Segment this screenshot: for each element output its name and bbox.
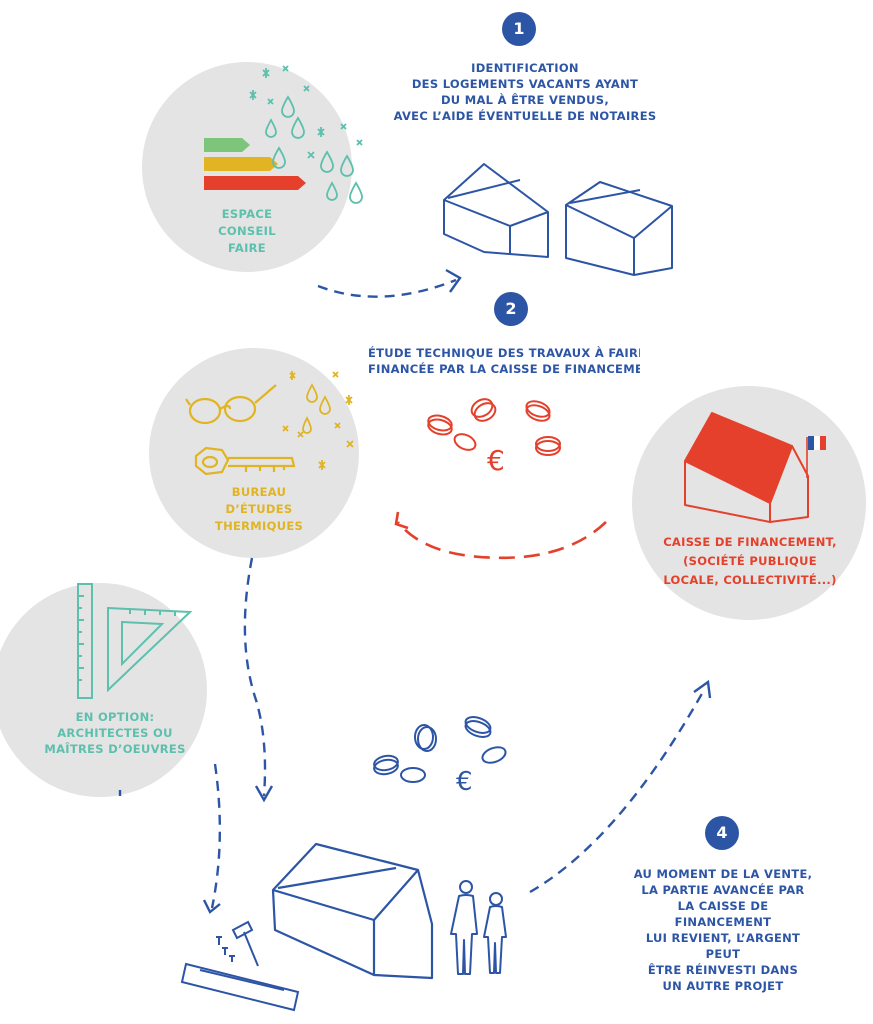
- arrow-head-1: [445, 268, 462, 293]
- arrow-architectes-to-tools: [210, 763, 222, 909]
- ruler-icon: [77, 583, 93, 699]
- gold-sparkles-icon: [282, 371, 354, 470]
- circle-architectes: [0, 583, 207, 797]
- house-red-roof-icon: [684, 412, 809, 523]
- caisse-label: Caisse de financement, (société publique…: [663, 535, 837, 587]
- energy-label-icon: [204, 138, 306, 190]
- espace-conseil-label: Espace conseil FAIRE: [218, 207, 276, 255]
- droplets-icon: [249, 65, 363, 204]
- step-2-badge: 2: [494, 292, 528, 326]
- arrow-head-2: [394, 511, 409, 530]
- arrow-head-4: [202, 899, 221, 914]
- step-1-badge: 1: [502, 12, 536, 46]
- bureau-etudes-label: Bureau d’études thermiques: [214, 485, 304, 533]
- circle-bureau-etudes: [149, 348, 359, 558]
- step-4-text: Au moment de la vente, la partie avancée…: [633, 867, 813, 993]
- step-2-text: Étude technique des travaux à faire, fin…: [368, 346, 640, 376]
- arrow-caisse-to-bureau: [396, 521, 607, 560]
- architectes-label: En option: architectes ou maîtres d’oeuv…: [44, 710, 186, 756]
- arrow-head-3: [254, 785, 274, 803]
- key-icon: [194, 446, 296, 476]
- house-icon: [271, 842, 434, 980]
- people-icon: [450, 880, 507, 975]
- coins-euro-blue-icon: €: [373, 716, 507, 797]
- arrow-bureau-to-house: [243, 557, 267, 797]
- arrow-espace-to-houses: [317, 278, 457, 298]
- svg-text:€: €: [456, 767, 473, 797]
- svg-text:€: €: [487, 444, 505, 477]
- plank-icon: [180, 962, 300, 1012]
- glasses-icon: [185, 384, 277, 425]
- arrow-people-to-caisse: [529, 689, 706, 894]
- step-1-text: Identification des logements vacants aya…: [393, 61, 657, 123]
- hammer-icon: [216, 920, 259, 967]
- two-houses-icon: [443, 163, 673, 276]
- arrow-head-5: [693, 679, 712, 699]
- coins-euro-icon: €: [427, 398, 561, 477]
- french-flag-icon: [806, 436, 826, 478]
- step-4-badge: 4: [705, 816, 739, 850]
- set-square-icon: [107, 606, 193, 693]
